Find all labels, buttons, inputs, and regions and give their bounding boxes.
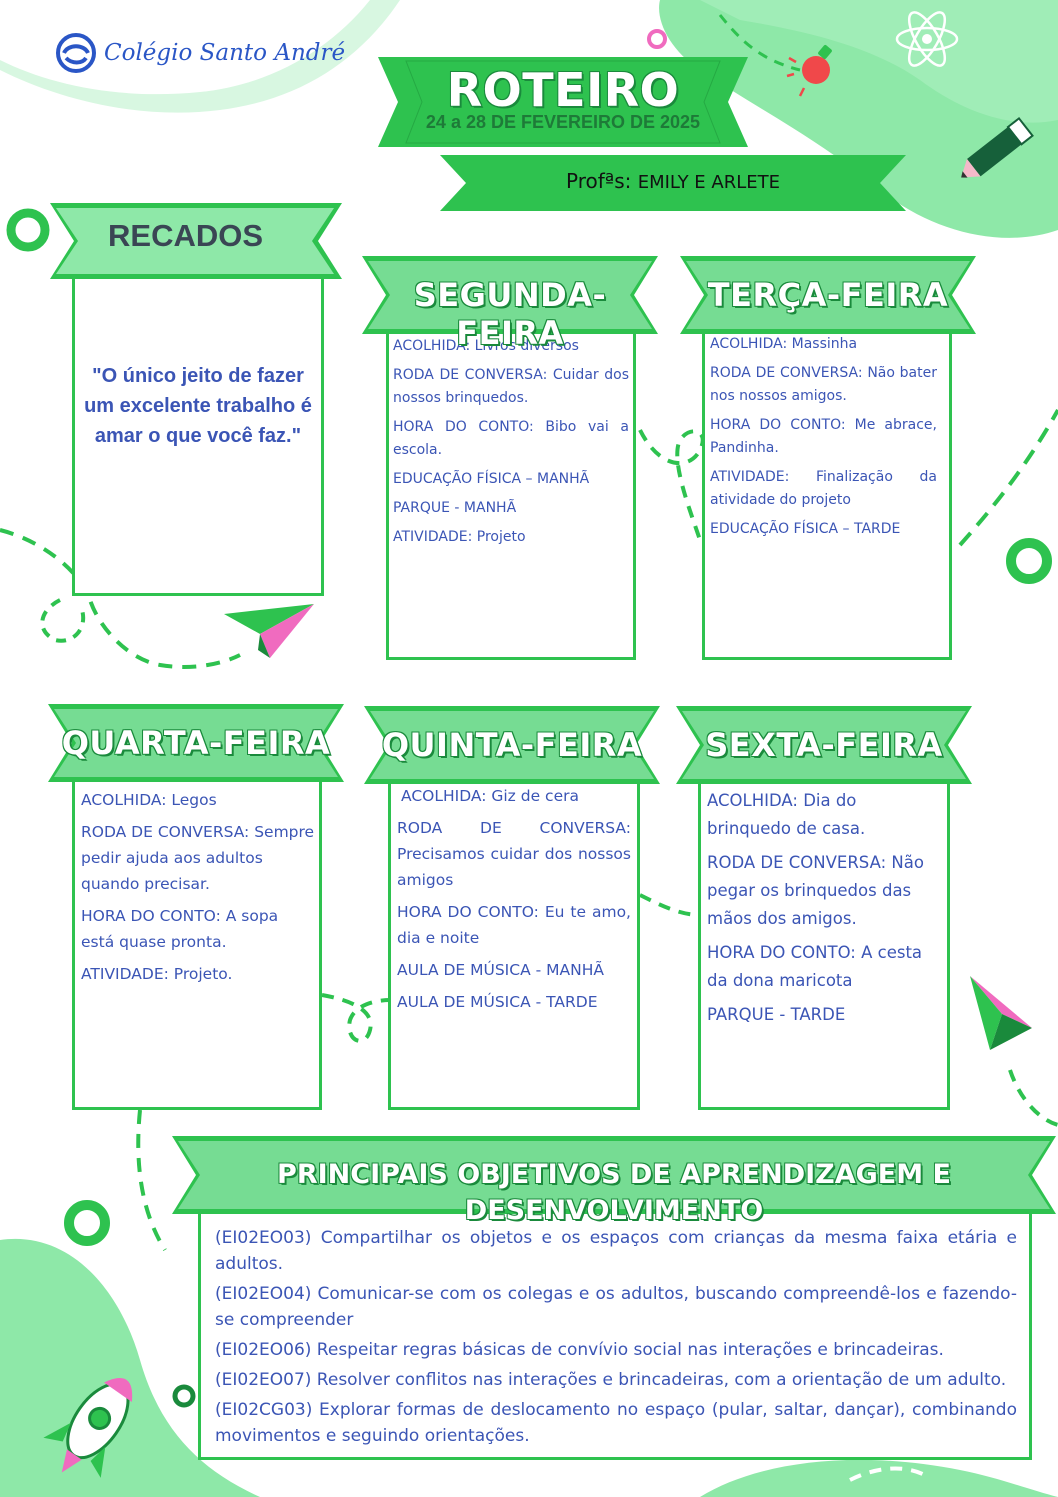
list-item: HORA DO CONTO: Me abrace, Pandinha.	[710, 417, 937, 456]
list-item: (EI02EO04) Comunicar-se com os colegas e…	[215, 1284, 1017, 1330]
list-item: HORA DO CONTO: Bibo vai a escola.	[393, 419, 629, 458]
day-ribbon-terca: TERÇA-FEIRA	[680, 256, 976, 334]
list-item: ACOLHIDA: Legos	[81, 791, 217, 809]
list-item: EDUCAÇÃO FÍSICA – MANHÃ	[393, 471, 590, 487]
list-item: PARQUE - MANHÃ	[393, 500, 517, 516]
recados-box: "O único jeito de fazer um excelente tra…	[72, 262, 324, 596]
list-item: (EI02EO07) Resolver conflitos nas intera…	[215, 1370, 1007, 1390]
school-name: Colégio Santo André	[104, 40, 346, 66]
teachers-names: EMILY E ARLETE	[637, 172, 780, 193]
day-ribbon-quinta: QUINTA-FEIRA	[364, 706, 660, 784]
date-range: 24 a 28 DE FEVEREIRO DE 2025	[425, 112, 701, 132]
objectives-box: (EI02EO03) Compartilhar os objetos e os …	[198, 1208, 1032, 1460]
day-title-quarta: QUARTA-FEIRA	[61, 724, 331, 762]
ring-icon	[64, 1200, 110, 1246]
list-item: HORA DO CONTO: A sopa está quase pronta.	[81, 907, 279, 951]
list-item: ACOLHIDA: Dia do brinquedo de casa.	[707, 791, 866, 838]
list-item: PARQUE - TARDE	[707, 1005, 846, 1024]
ring-icon	[172, 1384, 196, 1408]
day-box-sexta: ACOLHIDA: Dia do brinquedo de casa. RODA…	[698, 770, 950, 1110]
list-item: ATIVIDADE: Finalização da atividade do p…	[710, 469, 937, 508]
school-logo-icon	[56, 33, 96, 73]
day-ribbon-segunda: SEGUNDA-FEIRA	[362, 256, 658, 352]
list-item: RODA DE CONVERSA: Precisamos cuidar dos …	[397, 819, 631, 889]
day-box-quinta: ACOLHIDA: Giz de cera RODA DE CONVERSA: …	[388, 770, 640, 1110]
ring-icon	[647, 29, 667, 49]
day-box-terca: ACOLHIDA: Massinha RODA DE CONVERSA: Não…	[702, 322, 952, 660]
list-item: ATIVIDADE: Projeto.	[81, 965, 233, 983]
day-title-sexta: SEXTA-FEIRA	[705, 726, 943, 764]
paper-plane-icon	[970, 976, 1032, 1050]
ring-icon	[1006, 538, 1052, 584]
recados-title: RECADOS	[108, 218, 264, 253]
list-item: ATIVIDADE: Projeto	[393, 529, 526, 545]
teachers-prefix: Profªs:	[566, 169, 632, 193]
pencil-icon	[961, 116, 1034, 178]
day-ribbon-sexta: SEXTA-FEIRA	[676, 706, 972, 784]
list-item: AULA DE MÚSICA - MANHÃ	[397, 961, 604, 979]
atom-icon	[895, 11, 959, 67]
day-title-segunda: SEGUNDA-FEIRA	[413, 276, 607, 352]
day-title-quinta: QUINTA-FEIRA	[381, 726, 643, 764]
ring-icon	[6, 208, 50, 252]
rocket-icon	[43, 1378, 133, 1478]
day-title-terca: TERÇA-FEIRA	[707, 276, 949, 314]
list-item: HORA DO CONTO: Eu te amo, dia e noite	[397, 903, 631, 947]
list-item: HORA DO CONTO: A cesta da dona maricota	[707, 943, 923, 990]
objectives-title: PRINCIPAIS OBJETIVOS DE APRENDIZAGEM E D…	[277, 1159, 951, 1226]
list-item: (EI02CG03) Explorar formas de deslocamen…	[215, 1400, 1017, 1446]
paper-plane-icon	[224, 604, 314, 658]
list-item: EDUCAÇÃO FÍSICA – TARDE	[710, 521, 901, 537]
page-title: ROTEIRO	[446, 63, 680, 117]
day-box-quarta: ACOLHIDA: Legos RODA DE CONVERSA: Sempre…	[72, 770, 322, 1110]
list-item: RODA DE CONVERSA: Não bater nos nossos a…	[710, 365, 937, 404]
recados-ribbon: RECADOS	[50, 203, 342, 279]
list-item: ACOLHIDA: Massinha	[710, 336, 858, 352]
lightbulb-icon	[786, 45, 832, 97]
recados-quote: "O único jeito de fazer um excelente tra…	[84, 365, 312, 447]
list-item: (EI02EO03) Compartilhar os objetos e os …	[215, 1228, 1017, 1274]
day-ribbon-quarta: QUARTA-FEIRA	[48, 704, 344, 782]
list-item: (EI02EO06) Respeitar regras básicas de c…	[215, 1340, 944, 1360]
teachers-ribbon: Profªs: EMILY E ARLETE	[440, 155, 906, 211]
list-item: RODA DE CONVERSA: Cuidar dos nossos brin…	[393, 367, 629, 406]
list-item: ACOLHIDA: Livros diversos	[393, 338, 579, 354]
list-item: ACOLHIDA: Giz de cera	[401, 787, 579, 805]
title-ribbon: ROTEIRO 24 a 28 DE FEVEREIRO DE 2025	[378, 57, 748, 147]
day-box-segunda: ACOLHIDA: Livros diversos RODA DE CONVER…	[386, 322, 636, 660]
list-item: RODA DE CONVERSA: Não pegar os brinquedo…	[707, 853, 924, 928]
list-item: AULA DE MÚSICA - TARDE	[397, 993, 598, 1011]
objectives-ribbon: PRINCIPAIS OBJETIVOS DE APRENDIZAGEM E D…	[172, 1136, 1056, 1226]
school-logo: Colégio Santo André	[54, 30, 345, 76]
list-item: RODA DE CONVERSA: Sempre pedir ajuda aos…	[81, 823, 315, 893]
